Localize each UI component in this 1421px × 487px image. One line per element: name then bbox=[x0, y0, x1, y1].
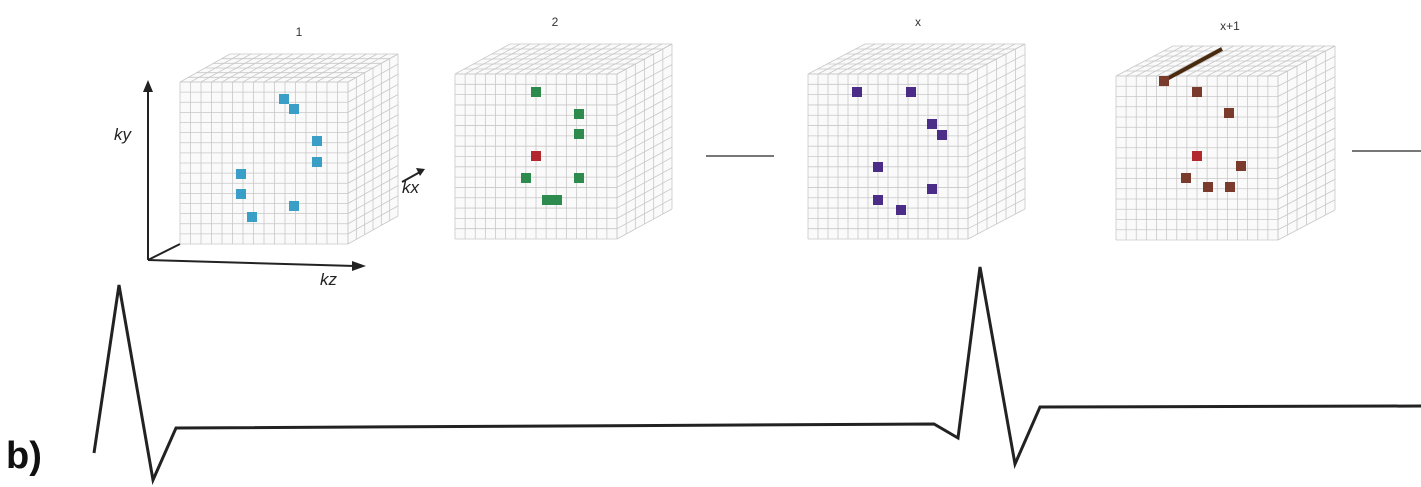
kz-axis-arrowhead bbox=[352, 261, 366, 271]
sample-point bbox=[927, 119, 937, 129]
sample-point bbox=[1159, 76, 1169, 86]
volume-label: x bbox=[915, 15, 921, 29]
sample-point bbox=[1192, 87, 1202, 97]
kspace-cube bbox=[807, 43, 1026, 240]
sample-point bbox=[574, 129, 584, 139]
sample-point bbox=[873, 195, 883, 205]
sample-point bbox=[1181, 173, 1191, 183]
kx-axis-label: kx bbox=[402, 178, 420, 197]
volume-label: 2 bbox=[552, 15, 559, 29]
cube-background bbox=[1116, 46, 1335, 240]
sample-point bbox=[1236, 161, 1246, 171]
sample-point bbox=[542, 195, 552, 205]
kspace-volume-x: x bbox=[807, 15, 1026, 240]
sample-point bbox=[552, 195, 562, 205]
kspace-volume-1: 1 bbox=[179, 25, 399, 245]
kspace-cube bbox=[1115, 45, 1336, 241]
depth-axis-line bbox=[147, 243, 181, 261]
kspace-cube bbox=[454, 43, 673, 240]
sampled-points bbox=[1159, 76, 1246, 192]
sample-point bbox=[873, 162, 883, 172]
sample-point bbox=[574, 109, 584, 119]
sample-point bbox=[289, 104, 299, 114]
cube-background bbox=[808, 44, 1025, 239]
sample-point bbox=[312, 157, 322, 167]
sample-point bbox=[289, 201, 299, 211]
ky-axis-label: ky bbox=[114, 125, 133, 144]
kx-axis-line bbox=[401, 171, 421, 183]
sampled-points bbox=[521, 87, 584, 205]
kx-axis-arrowhead bbox=[416, 168, 425, 176]
k-space-axes bbox=[143, 80, 425, 271]
volume-label: x+1 bbox=[1220, 19, 1240, 33]
sample-point bbox=[236, 189, 246, 199]
kz-axis-label: kz bbox=[320, 270, 338, 289]
sampled-points bbox=[236, 94, 322, 222]
center-sample-point bbox=[531, 151, 541, 161]
sample-point bbox=[312, 136, 322, 146]
center-sample-point bbox=[1192, 151, 1202, 161]
sample-point bbox=[1224, 108, 1234, 118]
ky-axis-arrowhead bbox=[143, 80, 153, 92]
sample-point bbox=[279, 94, 289, 104]
volume-label: 1 bbox=[296, 25, 303, 39]
cube-background bbox=[180, 54, 398, 244]
kspace-volume-x-plus-1: x+1 bbox=[1115, 19, 1336, 241]
sample-point bbox=[937, 130, 947, 140]
sample-point bbox=[521, 173, 531, 183]
kspace-volume-2: 2 bbox=[454, 15, 673, 240]
sample-point bbox=[852, 87, 862, 97]
sample-point bbox=[574, 173, 584, 183]
sample-point bbox=[927, 184, 937, 194]
ecg-trace bbox=[92, 266, 1421, 486]
sample-point bbox=[906, 87, 916, 97]
sample-point bbox=[1203, 182, 1213, 192]
kspace-cube bbox=[179, 53, 399, 245]
panel-label: b) bbox=[6, 435, 42, 477]
sample-point bbox=[236, 169, 246, 179]
trajectory-line bbox=[1162, 47, 1223, 83]
sample-point bbox=[247, 212, 257, 222]
sample-point bbox=[531, 87, 541, 97]
sample-point bbox=[896, 205, 906, 215]
sampled-points bbox=[852, 87, 947, 215]
sample-point bbox=[1225, 182, 1235, 192]
cube-background bbox=[455, 44, 672, 239]
kz-axis-line bbox=[147, 259, 356, 267]
